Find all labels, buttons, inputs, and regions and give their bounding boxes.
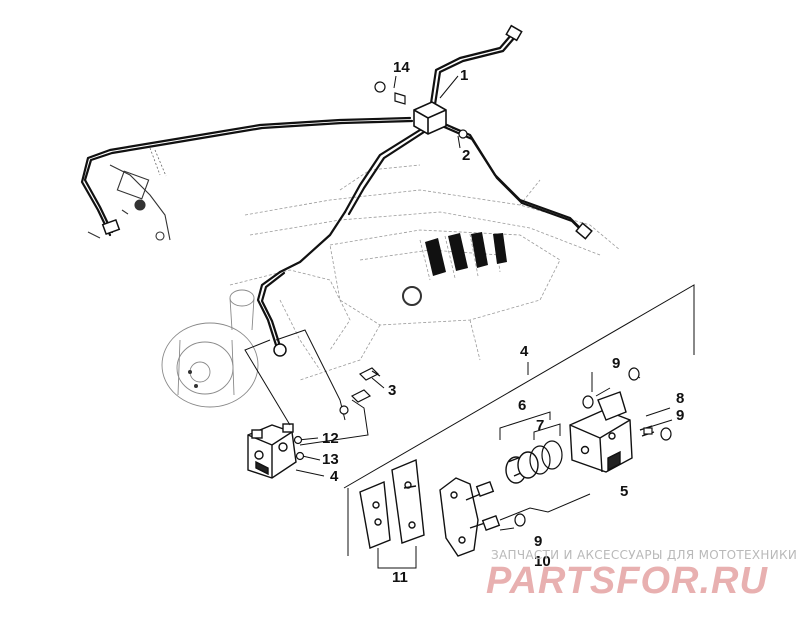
callout-13: 13 bbox=[322, 451, 339, 468]
seals bbox=[529, 440, 563, 475]
callout-14: 14 bbox=[393, 59, 410, 76]
engine-grille bbox=[425, 232, 507, 276]
wheel-hub bbox=[161, 289, 259, 408]
caliper-right bbox=[569, 391, 633, 473]
brake-pads bbox=[359, 458, 425, 549]
line-fittings bbox=[101, 24, 593, 357]
leader-lines-top bbox=[393, 75, 461, 149]
bolt-14 bbox=[374, 81, 406, 105]
callout-10: 10 bbox=[534, 553, 551, 570]
callout-2: 2 bbox=[462, 147, 470, 164]
engine-plug bbox=[402, 286, 422, 306]
callout-9-right: 9 bbox=[676, 407, 684, 424]
callout-9-bottom: 9 bbox=[534, 533, 542, 550]
callout-3: 3 bbox=[388, 382, 396, 399]
watermark-logo: PARTSFOR.RU bbox=[486, 560, 768, 602]
bolt-2 bbox=[451, 127, 468, 139]
callout-7: 7 bbox=[536, 417, 544, 434]
callout-4-left: 4 bbox=[330, 468, 339, 485]
master-cylinder bbox=[87, 164, 171, 241]
callout-4-right: 4 bbox=[520, 343, 529, 360]
callout-6: 6 bbox=[518, 397, 526, 414]
callout-11: 11 bbox=[392, 569, 408, 586]
watermark-tagline: ЗАПЧАСТИ И АКСЕССУАРЫ ДЛЯ МОТОТЕХНИКИ bbox=[491, 548, 798, 562]
mounting-bracket bbox=[439, 477, 501, 557]
brake-lines bbox=[80, 32, 588, 348]
junction-block bbox=[413, 101, 447, 135]
piston bbox=[505, 451, 539, 484]
frame-background bbox=[229, 164, 621, 381]
callout-1: 1 bbox=[460, 67, 468, 84]
bolts-3-13 bbox=[293, 367, 381, 461]
callout-12: 12 bbox=[322, 430, 339, 447]
washers bbox=[514, 367, 672, 527]
explode-bracket bbox=[343, 284, 695, 556]
caliper-left bbox=[247, 423, 297, 479]
callout-8: 8 bbox=[676, 390, 684, 407]
callout-9-top: 9 bbox=[612, 355, 620, 372]
callout-5: 5 bbox=[620, 483, 628, 500]
callouts: 1 2 3 4 4 5 6 7 8 9 9 9 10 11 12 13 14 bbox=[322, 59, 684, 586]
